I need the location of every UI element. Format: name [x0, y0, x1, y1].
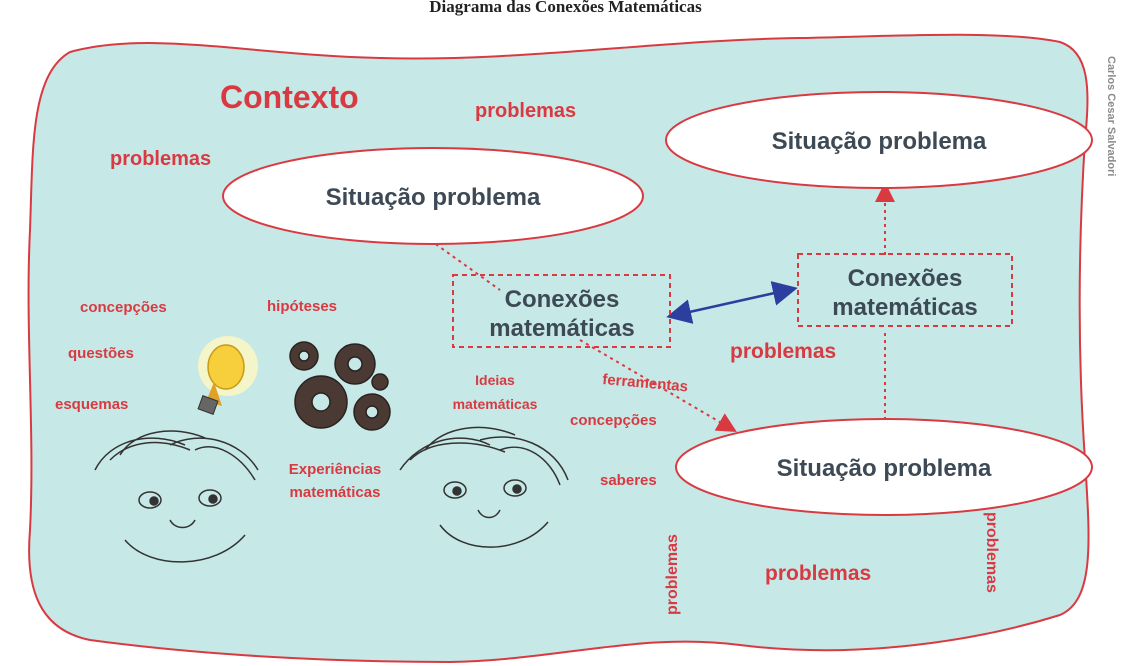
problems-label-vertical-left: problemas [664, 534, 681, 615]
blue-double-arrow [666, 281, 798, 324]
lightbulb-icon [197, 336, 258, 415]
word-hipoteses: hipóteses [267, 298, 337, 315]
context-title: Contexto [220, 79, 359, 115]
situation-text-left: Situação problema [326, 184, 541, 211]
word-concepcoes-middle: concepções [570, 412, 657, 429]
situation-ellipse-top-right [665, 91, 1093, 189]
situation-text-bottom: Situação problema [777, 455, 992, 482]
problems-label-bottom: problemas [765, 562, 871, 585]
connections-box-right [797, 253, 1013, 327]
problems-label-middle: problemas [730, 340, 836, 363]
experiences-line1: Experiências [289, 461, 382, 478]
connections-box-left-line1: Conexões [505, 286, 620, 313]
connections-box-right-line1: Conexões [848, 265, 963, 292]
situation-ellipse-left [222, 147, 644, 245]
problems-label-top: problemas [475, 100, 576, 122]
connections-box-right-line2: matemáticas [832, 294, 977, 321]
left-face-icon [94, 430, 259, 563]
arrow-connections-to-situation [579, 339, 737, 433]
problems-label-left: problemas [110, 148, 211, 170]
ideas-line1: Ideias [475, 372, 515, 388]
connections-box-left [452, 274, 671, 348]
word-saberes: saberes [600, 472, 657, 489]
situation-text-top-right: Situação problema [772, 128, 987, 155]
word-questoes: questões [68, 345, 134, 362]
credit-text: Carlos Cesar Salvadori [1105, 56, 1117, 176]
middle-face-icon [399, 426, 569, 548]
figure-caption: Diagrama das Conexões Matemáticas [429, 0, 702, 16]
problems-label-vertical-right: problemas [983, 512, 1000, 593]
situation-ellipse-bottom [675, 418, 1093, 516]
experiences-line2: matemáticas [290, 484, 381, 501]
arrow-situation-to-connections [429, 239, 501, 291]
connections-box-left-line2: matemáticas [489, 315, 634, 342]
ideas-line2: matemáticas [453, 396, 538, 412]
word-esquemas: esquemas [55, 396, 128, 413]
word-concepcoes-left: concepções [80, 299, 167, 316]
gears-icon [289, 341, 391, 431]
